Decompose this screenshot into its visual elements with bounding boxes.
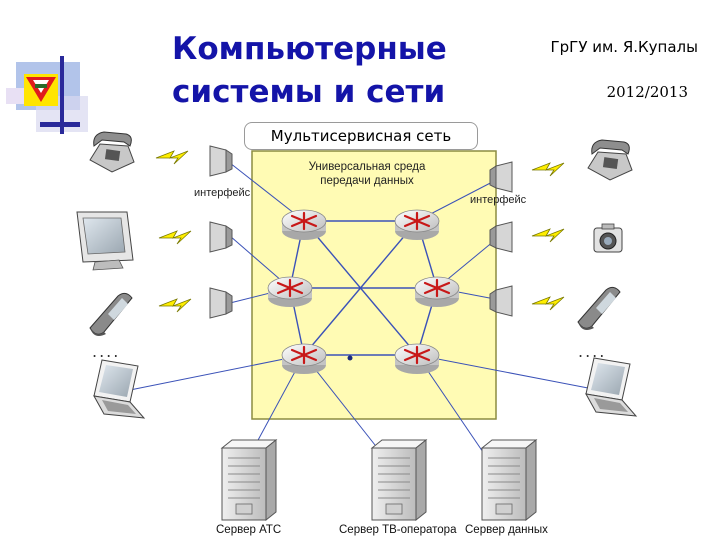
page-title-line-1: Компьютерные [172,31,447,67]
environment-label: Универсальная среда передачи данных [284,160,450,188]
router-6 [394,343,440,374]
lightning-icon-left-1 [155,150,189,165]
ellipsis-right: .... [578,342,607,361]
mobile-phone-icon-left [89,292,133,336]
interface-label-left: интерфейс [194,187,251,199]
server-data-icon [480,438,538,522]
lightning-icon-right-1 [531,162,565,177]
environment-label-line-2: передачи данных [320,175,414,187]
desk-phone-icon-right [587,139,633,181]
laptop-icon-left [93,359,146,419]
lightning-icon-right-2 [531,228,565,243]
interface-label-right: интерфейс [470,194,527,206]
environment-label-line-1: Универсальная среда [308,161,426,173]
interface-device-right-1 [489,161,513,193]
camera-icon [593,223,623,253]
lightning-icon-left-3 [158,298,192,313]
interface-device-right-2 [489,221,513,253]
lightning-icon-right-3 [531,296,565,311]
university-logo [6,56,88,134]
ellipsis-left: .... [92,342,121,361]
router-2 [394,209,440,240]
academic-year: 2012/2013 [606,83,688,101]
interface-device-left-2 [209,221,233,253]
page-title: Компьютерные системы и сети [172,28,502,114]
page-title-line-2: системы и сети [172,74,446,110]
interface-device-left-3 [209,287,233,319]
monitor-icon [76,211,134,271]
interface-device-left-1 [209,145,233,177]
router-5 [281,343,327,374]
router-4 [414,276,460,307]
desk-phone-icon-left [89,131,135,173]
lightning-icon-left-2 [158,230,192,245]
laptop-icon-right [585,357,638,417]
server-data-label: Сервер данных [465,524,548,536]
diagram-title: Мультисервисная сеть [244,122,478,150]
mobile-phone-icon-right [577,286,621,330]
server-ats-icon [220,438,278,522]
university-name: ГрГУ им. Я.Купалы [550,38,698,56]
router-1 [281,209,327,240]
router-3 [267,276,313,307]
interface-device-right-3 [489,285,513,317]
server-ats-label: Сервер АТС [216,524,282,536]
server-tv-icon [370,438,428,522]
server-tv-label: Сервер ТВ-оператора [339,524,457,536]
